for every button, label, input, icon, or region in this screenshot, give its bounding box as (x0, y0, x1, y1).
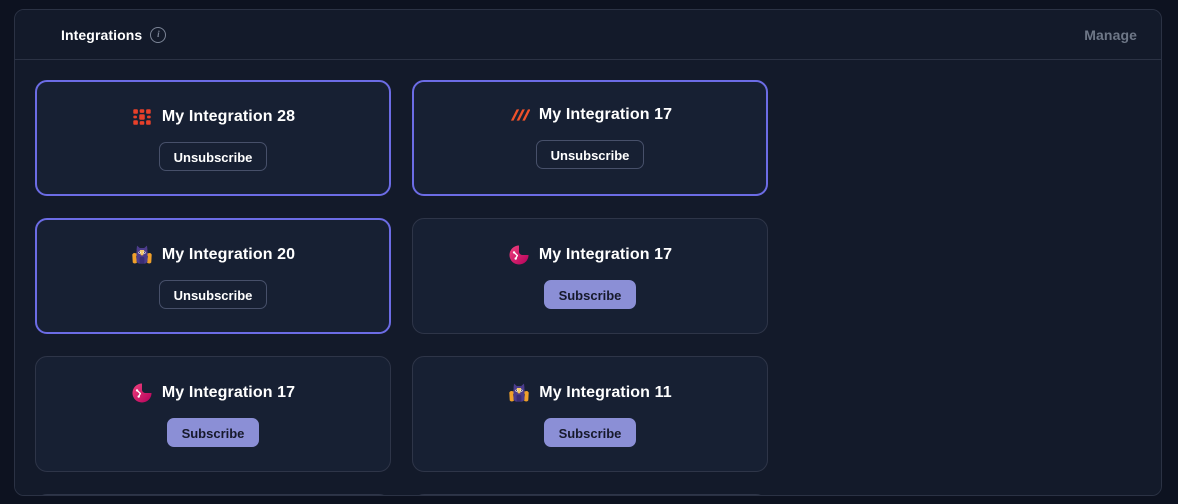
purple-cat-mascot-icon (509, 383, 530, 402)
integration-card[interactable]: My Integration 28Subscribe (35, 494, 391, 495)
panel-header: Integrations i Manage (15, 10, 1161, 60)
integration-card-content: My Integration 28 Unsubscribe (131, 106, 295, 171)
subscribe-button[interactable]: Subscribe (166, 417, 260, 447)
integration-card-content: My Integration 20 Unsubscribe (131, 244, 295, 309)
integration-card-title: My Integration 17 (538, 245, 673, 263)
unsubscribe-button[interactable]: Unsubscribe (158, 141, 268, 171)
manage-button[interactable]: Manage (1084, 26, 1137, 43)
integration-card[interactable]: My Integration 17 Unsubscribe (412, 80, 768, 196)
unsubscribe-button[interactable]: Unsubscribe (535, 140, 645, 169)
purple-cat-mascot-icon (132, 245, 152, 264)
integration-card-title: My Integration 11 (539, 383, 672, 401)
integration-card-header: My Integration 11 (508, 382, 672, 404)
integration-card-header: My Integration 17 (131, 382, 295, 404)
subscribe-button[interactable]: Subscribe (543, 279, 637, 309)
pink-circle-notch-icon (132, 382, 152, 403)
pink-circle-notch-icon (509, 244, 529, 265)
integration-card[interactable]: My Integration 11 Subscribe (412, 356, 768, 472)
integrations-panel: Integrations i Manage My Integration 28 U… (14, 9, 1162, 496)
integration-card-title: My Integration 17 (538, 106, 673, 123)
integration-card-title: My Integration 28 (161, 107, 296, 125)
subscribe-button[interactable]: Subscribe (543, 417, 637, 447)
integration-card-header: My Integration 17 (508, 244, 672, 266)
orange-diagonal-bars-icon (510, 109, 530, 121)
unsubscribe-button[interactable]: Unsubscribe (158, 279, 268, 309)
integration-card[interactable]: My Integration 17 Subscribe (412, 218, 768, 334)
integration-card-content: My Integration 17 Unsubscribe (508, 104, 672, 169)
integration-card[interactable]: My Integration 28Subscribe (412, 494, 768, 495)
integration-card[interactable]: My Integration 17 Subscribe (35, 356, 391, 472)
red-grid-blocks-icon (133, 108, 151, 125)
integration-card[interactable]: My Integration 20 Unsubscribe (35, 218, 391, 334)
integration-card-header: My Integration 20 (131, 244, 295, 266)
integration-card-header: My Integration 17 (508, 104, 672, 126)
integration-card-content: My Integration 17 Subscribe (508, 244, 672, 309)
integration-card-content: My Integration 11 Subscribe (508, 382, 672, 447)
integration-card[interactable]: My Integration 28 Unsubscribe (35, 80, 391, 196)
panel-header-left: Integrations i (61, 26, 167, 43)
integration-card-header: My Integration 28 (131, 106, 295, 128)
page-title: Integrations (61, 26, 143, 43)
info-circle-icon[interactable]: i (150, 26, 167, 43)
integration-card-content: My Integration 17 Subscribe (131, 382, 295, 447)
integration-card-title: My Integration 20 (161, 245, 296, 263)
integration-card-title: My Integration 17 (161, 383, 296, 401)
